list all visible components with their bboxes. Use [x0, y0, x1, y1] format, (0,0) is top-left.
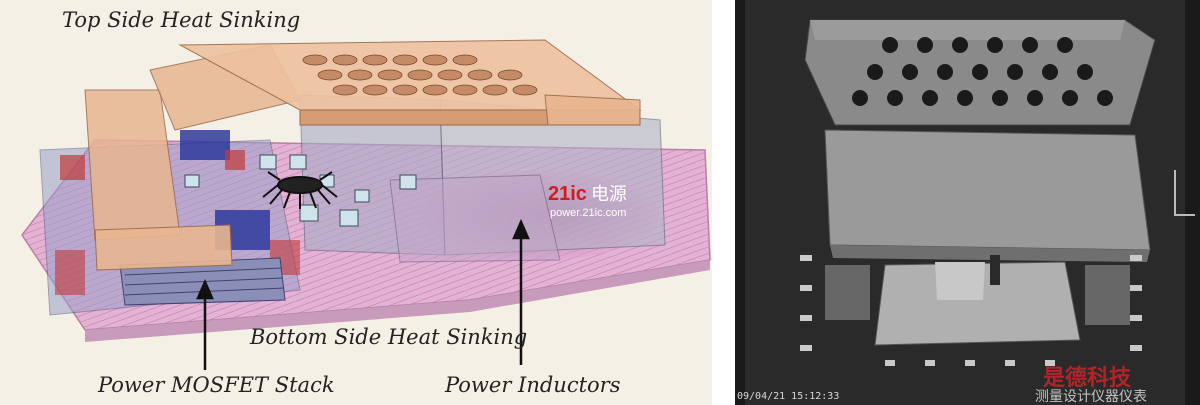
- lid-holes: [852, 37, 1113, 106]
- side-component: [825, 265, 870, 320]
- clip-slot: [990, 255, 1000, 285]
- red-component: [60, 155, 85, 180]
- watermark-cn-top: 是德科技: [1043, 366, 1132, 391]
- cad-diagram: [21, 39, 711, 370]
- arrow-inductors: [512, 218, 530, 365]
- pcb-edge: [85, 260, 710, 342]
- label-top-heat-sinking: Top Side Heat Sinking: [62, 8, 301, 32]
- probe-wire: [1174, 170, 1195, 216]
- label-power-inductors: Power Inductors: [445, 373, 621, 397]
- red-component: [55, 250, 85, 295]
- module-photo: [735, 0, 1200, 405]
- small-components: [184, 154, 417, 227]
- main-plate: [824, 129, 1151, 251]
- main-plate-edge: [830, 245, 1150, 262]
- cad-diagram-panel: Top Side Heat Sinking Bottom Side Heat S…: [0, 0, 712, 405]
- controller-chip: [262, 171, 338, 209]
- arrow-mosfet: [196, 278, 214, 370]
- heatsink-fins: [302, 54, 538, 96]
- label-bottom-heat-sinking: Bottom Side Heat Sinking: [250, 325, 528, 349]
- top-heatsink-arm: [84, 89, 181, 241]
- watermark-brand: 21ic: [548, 183, 587, 205]
- watermark-cn-bottom: 测量设计仪器仪表: [1035, 389, 1147, 405]
- photo-timestamp: 09/04/21 15:12:33: [737, 391, 840, 402]
- lower-clip: [874, 261, 1081, 346]
- top-heatsink-ledge: [544, 94, 641, 126]
- watermark-brand-cn: 电源: [590, 184, 627, 205]
- solder-pads: [800, 255, 1142, 366]
- top-lid-edge: [810, 20, 1125, 40]
- side-component: [1085, 265, 1130, 325]
- module-photo-panel: 09/04/21 15:12:33 是德科技 测量设计仪器仪表: [735, 0, 1200, 405]
- housing-right-front: [389, 174, 561, 263]
- bottom-heatsink-block: [94, 224, 233, 271]
- mosfet-block: [180, 130, 230, 160]
- watermark-url: power.21ic.com: [550, 207, 627, 219]
- label-power-mosfet-stack: Power MOSFET Stack: [98, 373, 335, 397]
- red-component: [225, 150, 245, 170]
- lower-clip-tab: [935, 262, 985, 300]
